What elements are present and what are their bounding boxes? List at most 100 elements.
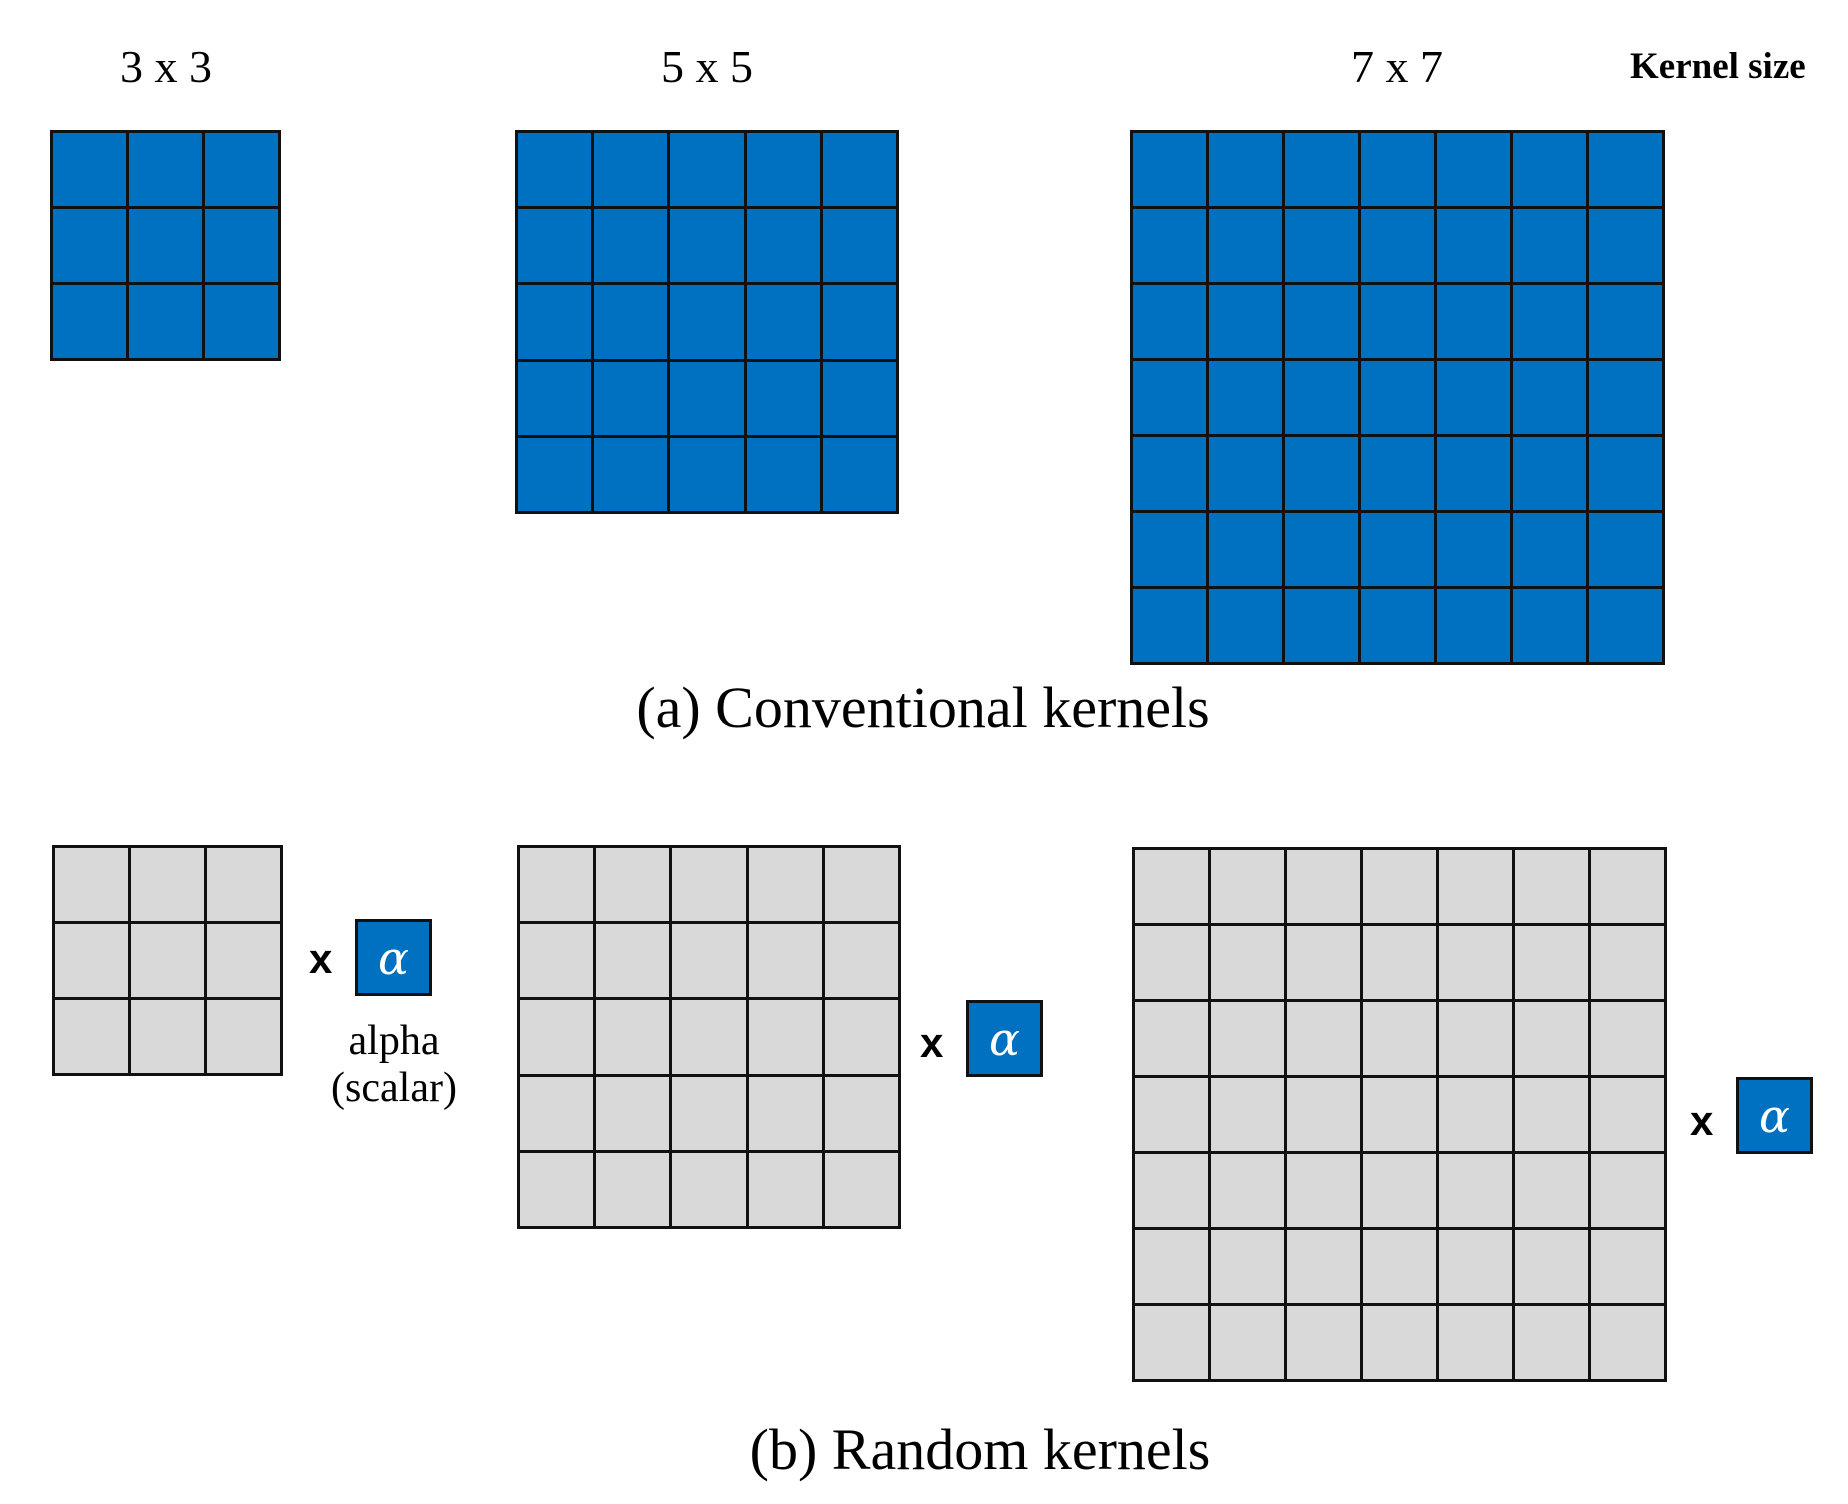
kernel-cell	[1513, 589, 1589, 665]
kernel-cell	[1285, 133, 1361, 209]
kernel-cell	[1591, 1078, 1667, 1154]
kernel-cell	[594, 133, 671, 210]
kernel-cell	[1209, 437, 1285, 513]
kernel-cell	[1133, 513, 1209, 589]
kernel-cell	[1513, 133, 1589, 209]
kernel-cell	[672, 1152, 749, 1229]
caption-random-kernels: (b) Random kernels	[749, 1417, 1211, 1482]
kernel-size-7x7-label: 7 x 7	[1351, 41, 1443, 92]
kernel-cell	[1287, 1002, 1363, 1078]
kernel-cell	[670, 437, 747, 514]
kernel-cell	[1363, 1002, 1439, 1078]
alpha-scalar-box-7x7: α	[1736, 1077, 1813, 1154]
kernel-cell	[1363, 926, 1439, 1002]
kernel-cell	[1287, 850, 1363, 926]
kernel-cell	[670, 133, 747, 210]
kernel-cell	[1135, 1002, 1211, 1078]
kernel-cell	[518, 209, 595, 286]
kernel-cell	[1515, 1230, 1591, 1306]
kernel-cell	[1285, 513, 1361, 589]
kernel-cell	[207, 924, 283, 1000]
alpha-note-line1: alpha	[348, 1018, 440, 1064]
kernel-cell	[672, 848, 749, 925]
kernel-cell	[129, 133, 205, 209]
kernel-cell	[672, 1076, 749, 1153]
alpha-note-line2: (scalar)	[331, 1065, 457, 1112]
kernel-cell	[1363, 1078, 1439, 1154]
kernel-cell	[1513, 437, 1589, 513]
kernel-cell	[1135, 1230, 1211, 1306]
kernel-cell	[1285, 437, 1361, 513]
kernel-cell	[53, 285, 129, 361]
kernel-cell	[205, 209, 281, 285]
kernel-cell	[1589, 513, 1665, 589]
kernel-cell	[1515, 850, 1591, 926]
kernel-cell	[822, 437, 899, 514]
kernel-cell	[205, 133, 281, 209]
kernel-cell	[824, 848, 901, 925]
kernel-cell	[1439, 1154, 1515, 1230]
kernel-cell	[1209, 513, 1285, 589]
kernel-cell	[748, 1000, 825, 1077]
kernel-cell	[1361, 285, 1437, 361]
kernel-cell	[1591, 850, 1667, 926]
kernel-cell	[1361, 513, 1437, 589]
kernel-cell	[672, 1000, 749, 1077]
kernel-cell	[1589, 437, 1665, 513]
kernel-cell	[1513, 285, 1589, 361]
kernel-cell	[1363, 1306, 1439, 1382]
kernel-cell	[1211, 1230, 1287, 1306]
kernel-cell	[824, 1152, 901, 1229]
kernel-cell	[1513, 513, 1589, 589]
kernel-cell	[1133, 133, 1209, 209]
kernel-cell	[1133, 437, 1209, 513]
caption-conventional-kernels: (a) Conventional kernels	[636, 675, 1210, 740]
kernel-cell	[1133, 361, 1209, 437]
kernel-cell	[1287, 1078, 1363, 1154]
kernel-cell	[129, 285, 205, 361]
kernel-cell	[824, 924, 901, 1001]
kernel-cell	[1133, 209, 1209, 285]
kernel-cell	[822, 209, 899, 286]
kernel-cell	[518, 285, 595, 362]
kernel-cell	[1437, 361, 1513, 437]
kernel-cell	[822, 133, 899, 210]
kernel-size-3x3-label: 3 x 3	[120, 41, 212, 92]
kernel-cell	[1287, 926, 1363, 1002]
kernel-cell	[518, 133, 595, 210]
conventional-kernel-3x3	[50, 130, 281, 361]
kernel-cell	[670, 285, 747, 362]
kernel-cell	[1515, 1306, 1591, 1382]
kernel-cell	[55, 1000, 131, 1076]
kernel-size-5x5-label: 5 x 5	[661, 41, 753, 92]
kernel-cell	[1437, 589, 1513, 665]
kernel-cell	[670, 361, 747, 438]
kernel-cell	[207, 848, 283, 924]
kernel-cell	[596, 848, 673, 925]
kernel-cell	[746, 361, 823, 438]
random-kernel-3x3	[52, 845, 283, 1076]
kernel-cell	[748, 1076, 825, 1153]
kernel-cell	[131, 924, 207, 1000]
kernel-cell	[1439, 1306, 1515, 1382]
kernel-size-title: Kernel size	[1630, 46, 1806, 87]
kernel-cell	[1515, 1002, 1591, 1078]
kernel-cell	[1285, 209, 1361, 285]
conventional-kernel-5x5	[515, 130, 899, 514]
kernel-cell	[1363, 1230, 1439, 1306]
kernel-cell	[748, 924, 825, 1001]
kernel-cell	[1209, 285, 1285, 361]
kernel-cell	[1361, 209, 1437, 285]
kernel-cell	[131, 1000, 207, 1076]
kernel-cell	[1515, 1154, 1591, 1230]
kernel-cell	[518, 437, 595, 514]
kernel-cell	[1361, 133, 1437, 209]
kernel-cell	[55, 848, 131, 924]
kernel-cell	[520, 848, 597, 925]
kernel-cell	[1439, 1002, 1515, 1078]
kernel-cell	[1589, 285, 1665, 361]
kernel-cell	[1209, 133, 1285, 209]
kernel-cell	[596, 1000, 673, 1077]
kernel-cell	[1287, 1154, 1363, 1230]
kernel-cell	[1437, 513, 1513, 589]
